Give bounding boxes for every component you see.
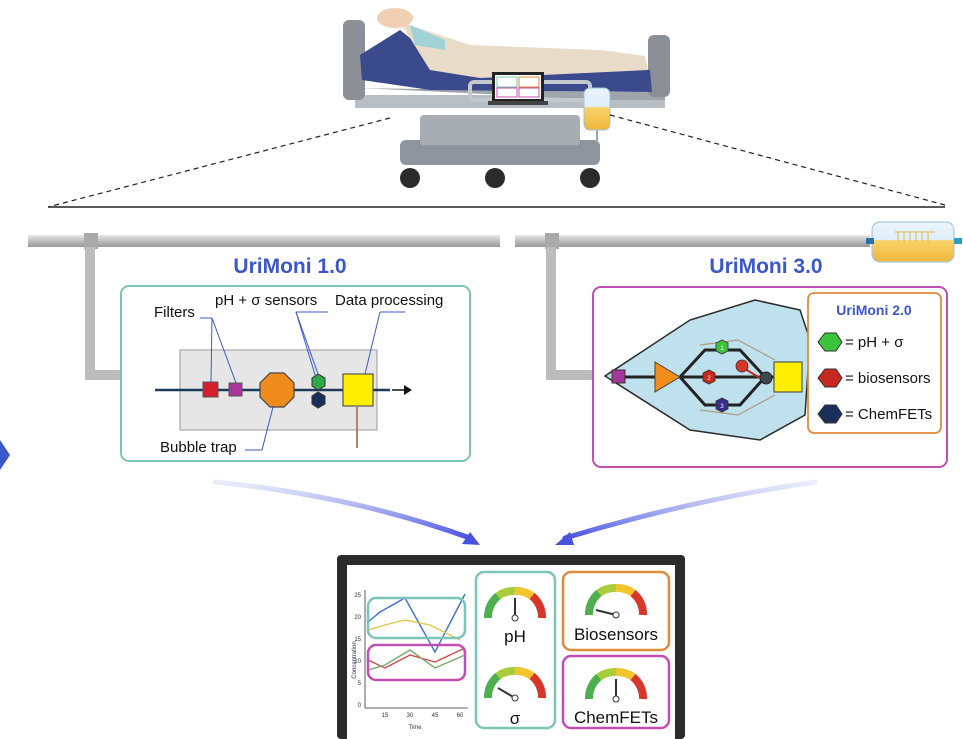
junction-node [759, 371, 773, 385]
arrow-right-head-icon [555, 532, 574, 545]
hospital-bed-illustration [343, 8, 670, 188]
legend-item-ph: = pH + σ [845, 334, 904, 351]
node-1-label: 1 [720, 346, 724, 352]
filter-purple [228, 382, 243, 397]
biosensor-probe [735, 359, 749, 373]
series-red [367, 647, 466, 669]
ytick: 15 [354, 637, 361, 643]
pump-triangle [654, 361, 681, 393]
ph-sigma-hex-icon [817, 332, 843, 352]
legend-item-biosensors: = biosensors [845, 370, 930, 387]
left-edge-chevron-icon [0, 440, 10, 470]
ytick: 10 [354, 659, 361, 665]
filter-red [202, 381, 219, 398]
node-3 [715, 397, 729, 413]
ph-gauge-label: pH [504, 627, 526, 646]
urimoni-2-legend [807, 292, 942, 434]
flow-arrow-icon [404, 385, 412, 395]
urimoni-3-panel: UriMoni 3.0 1 2 3 UriMoni 2.0 = pH + σ [515, 221, 962, 468]
series-yellow [367, 619, 461, 641]
magenta-highlight [366, 643, 467, 682]
chemfets-gauge [585, 667, 647, 703]
arrow-left-head-icon [462, 532, 480, 545]
bubble-trap-label: Bubble trap [160, 439, 237, 456]
xtick: 45 [432, 713, 439, 719]
node-3-label: 3 [720, 404, 724, 410]
xtick: 30 [407, 713, 414, 719]
ph-sensor-hex [311, 373, 326, 391]
ytick: 5 [358, 681, 362, 687]
urimoni-3-title: UriMoni 3.0 [709, 255, 822, 278]
biosensors-gauge [585, 583, 647, 619]
node-1 [715, 339, 729, 355]
chemfet-hex-icon [817, 404, 843, 424]
biosensors-gauge-label: Biosensors [574, 625, 658, 644]
processing-block [773, 361, 803, 393]
y-axis-label: Concentration [352, 641, 358, 678]
sigma-sensor-hex [311, 391, 326, 409]
legend-item-chemfets: = ChemFETs [845, 406, 932, 423]
ph-sigma-panel [474, 570, 557, 730]
bubble-trap [259, 372, 295, 408]
urimoni-1-panel: UriMoni 1.0 Filters pH + σ sensors Data … [28, 233, 500, 462]
node-2 [702, 369, 716, 385]
ytick: 0 [358, 703, 362, 709]
filters-label: Filters [154, 304, 195, 321]
xtick: 60 [457, 713, 464, 719]
zoom-lines [47, 114, 946, 208]
ytick: 20 [354, 615, 361, 621]
sigma-gauge-label: σ [510, 709, 521, 728]
x-axis-label: Time [408, 725, 422, 731]
chemfets-gauge-label: ChemFETs [574, 708, 658, 727]
inlet-square [611, 369, 626, 384]
concentration-chart: 25 20 15 10 5 0 15 30 45 60 Time Concent… [352, 590, 468, 731]
converging-arrows [212, 479, 818, 545]
ytick: 25 [354, 593, 361, 599]
urine-bag-icon [871, 221, 955, 263]
teal-highlight [366, 596, 467, 640]
data-processing-block [342, 373, 374, 407]
series-green [367, 649, 466, 671]
node-2-label: 2 [707, 376, 711, 382]
sensors-label: pH + σ sensors [215, 292, 317, 309]
biosensors-panel [561, 570, 671, 652]
ph-gauge [484, 586, 546, 622]
sigma-gauge [484, 666, 546, 702]
legend-title: UriMoni 2.0 [836, 302, 912, 318]
monitor-dashboard: 25 20 15 10 5 0 15 30 45 60 Time Concent… [337, 555, 685, 739]
data-processing-label: Data processing [335, 292, 443, 309]
xtick: 15 [382, 713, 389, 719]
urimoni-1-title: UriMoni 1.0 [233, 255, 346, 278]
biosensor-hex-icon [817, 368, 843, 388]
